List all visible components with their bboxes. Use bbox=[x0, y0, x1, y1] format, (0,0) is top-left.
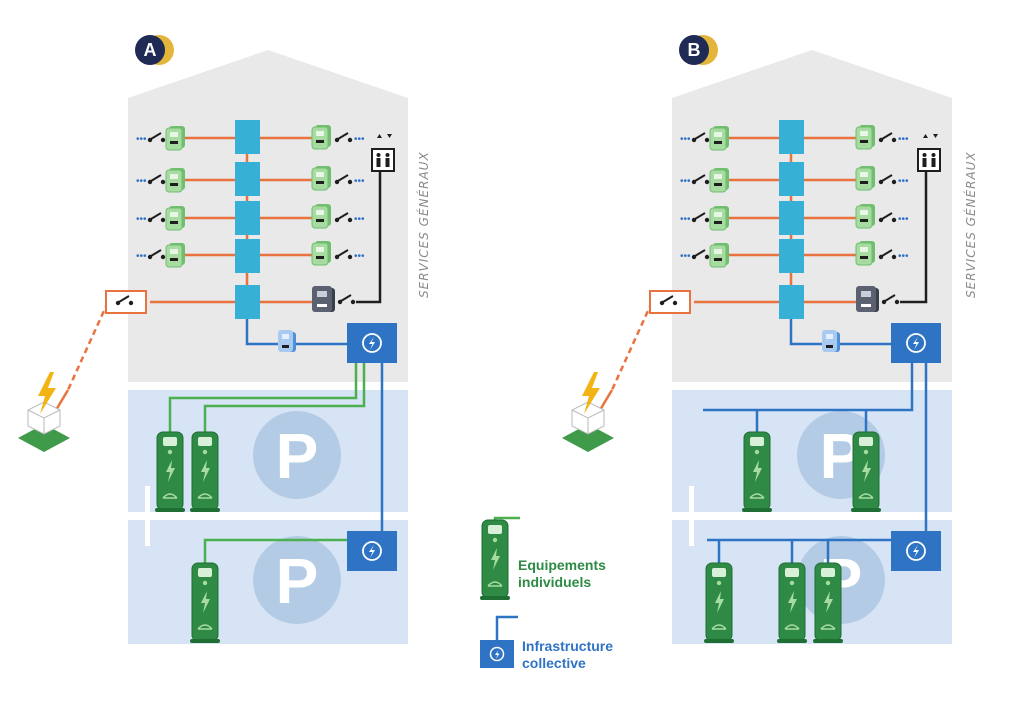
apartment-meters-left-a: ••• ••• ••• ••• bbox=[136, 125, 186, 268]
parking-letter: P bbox=[276, 545, 319, 617]
power-box-icon bbox=[890, 322, 942, 364]
svg-text:•••: ••• bbox=[354, 176, 365, 187]
side-label-b: SERVICES GÉNÉRAUX bbox=[963, 151, 978, 298]
distribution-boxes-b bbox=[779, 120, 804, 319]
main-switch-b bbox=[649, 290, 691, 314]
power-box-icon bbox=[890, 530, 942, 572]
badge-b bbox=[679, 35, 709, 65]
power-box-icon bbox=[346, 530, 398, 572]
badge-a bbox=[135, 35, 165, 65]
collective-meter-icon bbox=[278, 330, 296, 352]
legend-collective-line1: Infrastructure bbox=[522, 638, 613, 654]
parking-letter: P bbox=[276, 420, 319, 492]
general-meter-icon bbox=[312, 286, 335, 312]
svg-text:•••: ••• bbox=[680, 176, 691, 187]
svg-text:•••: ••• bbox=[136, 176, 147, 187]
parking-sign-a2 bbox=[253, 536, 341, 624]
apartment-meters-right-a: ••• ••• ••• ••• bbox=[311, 124, 365, 312]
legend-power-box-icon bbox=[480, 640, 514, 668]
legend-collective-line2: collective bbox=[522, 655, 586, 671]
power-box-icon bbox=[346, 322, 398, 364]
building-b bbox=[672, 50, 952, 382]
legend-charger-icon bbox=[479, 519, 511, 601]
diagram-a: P P A SERVICES GÉNÉRAUX ••• ••• bbox=[17, 35, 431, 644]
main-switch-a bbox=[105, 290, 147, 314]
svg-text:•••: ••• bbox=[680, 251, 691, 262]
apartment-meters-left-b: ••• ••• ••• ••• bbox=[680, 125, 730, 268]
svg-text:•••: ••• bbox=[680, 214, 691, 225]
charger-icon bbox=[189, 431, 221, 513]
transformer-icon bbox=[17, 371, 71, 453]
svg-text:•••: ••• bbox=[354, 251, 365, 262]
svg-text:•••: ••• bbox=[136, 214, 147, 225]
svg-text:•••: ••• bbox=[354, 134, 365, 145]
legend-individual-line2: individuels bbox=[518, 574, 591, 590]
charger-icon bbox=[189, 562, 221, 644]
svg-text:•••: ••• bbox=[354, 214, 365, 225]
diagram-b: P P B SERVICES GÉNÉRAUX ••• ••• ••• bbox=[561, 35, 978, 644]
svg-text:•••: ••• bbox=[136, 134, 147, 145]
parking-sign-a1 bbox=[253, 411, 341, 499]
svg-text:•••: ••• bbox=[898, 176, 909, 187]
badge-b-label: B bbox=[688, 40, 701, 60]
svg-text:•••: ••• bbox=[898, 251, 909, 262]
legend: Equipements individuels Infrastructure c… bbox=[479, 516, 613, 671]
legend-individual-line1: Equipements bbox=[518, 557, 606, 573]
charger-icon bbox=[154, 431, 186, 513]
svg-text:•••: ••• bbox=[898, 134, 909, 145]
svg-text:•••: ••• bbox=[680, 134, 691, 145]
side-label-a: SERVICES GÉNÉRAUX bbox=[416, 151, 431, 298]
building-a bbox=[128, 50, 408, 382]
distribution-boxes-a bbox=[235, 120, 260, 319]
apartment-meters-right-b: ••• ••• ••• ••• bbox=[855, 124, 909, 312]
meter-icon bbox=[165, 125, 186, 151]
badge-a-label: A bbox=[144, 40, 157, 60]
svg-text:•••: ••• bbox=[136, 251, 147, 262]
svg-text:•••: ••• bbox=[898, 214, 909, 225]
